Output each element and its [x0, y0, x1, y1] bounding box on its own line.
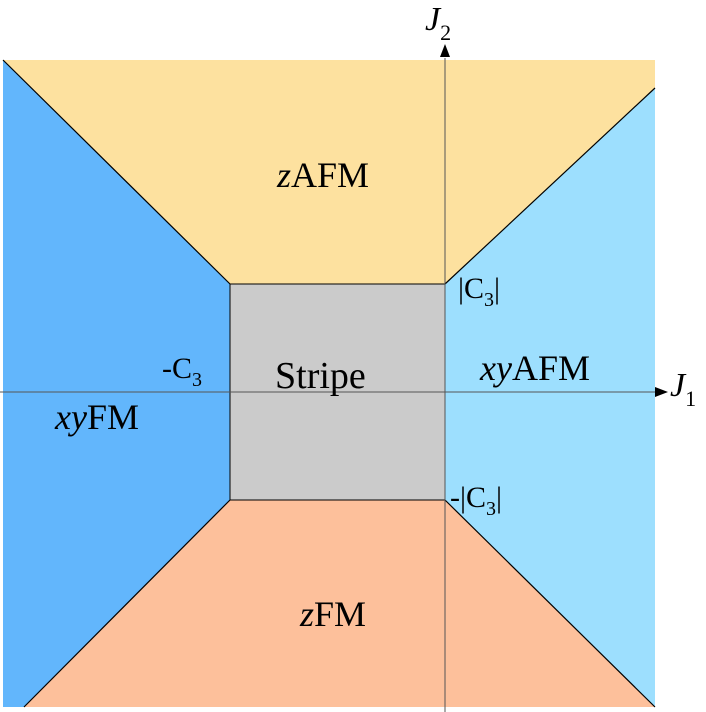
- boundary-bottom-left: [23, 499, 231, 708]
- zafm-label: zAFM: [276, 155, 369, 195]
- y-axis-label-subscript: 2: [440, 20, 451, 45]
- marker-bottom: -|C3|: [450, 481, 502, 520]
- zafm-region: [3, 60, 655, 284]
- x-axis-label-subscript: 1: [685, 386, 696, 411]
- xyfm-label: xyFM: [54, 397, 139, 437]
- boundary-bottom-right: [444, 499, 656, 708]
- marker-top: |C3|: [458, 272, 500, 311]
- stripe-label: Stripe: [275, 355, 366, 397]
- marker-left: -C3: [162, 352, 202, 391]
- boundary-top-right: [444, 87, 656, 285]
- xyafm-label: xyAFM: [479, 348, 590, 388]
- zfm-label: zFM: [299, 594, 366, 634]
- x-axis-label: J1: [670, 367, 696, 411]
- y-axis-label: J2: [425, 1, 451, 45]
- xyafm-region: [445, 88, 655, 707]
- xyfm-region: [3, 60, 230, 707]
- x-axis-arrowhead: [655, 387, 668, 397]
- y-axis-arrowhead: [440, 44, 450, 57]
- boundary-top-left: [2, 59, 231, 285]
